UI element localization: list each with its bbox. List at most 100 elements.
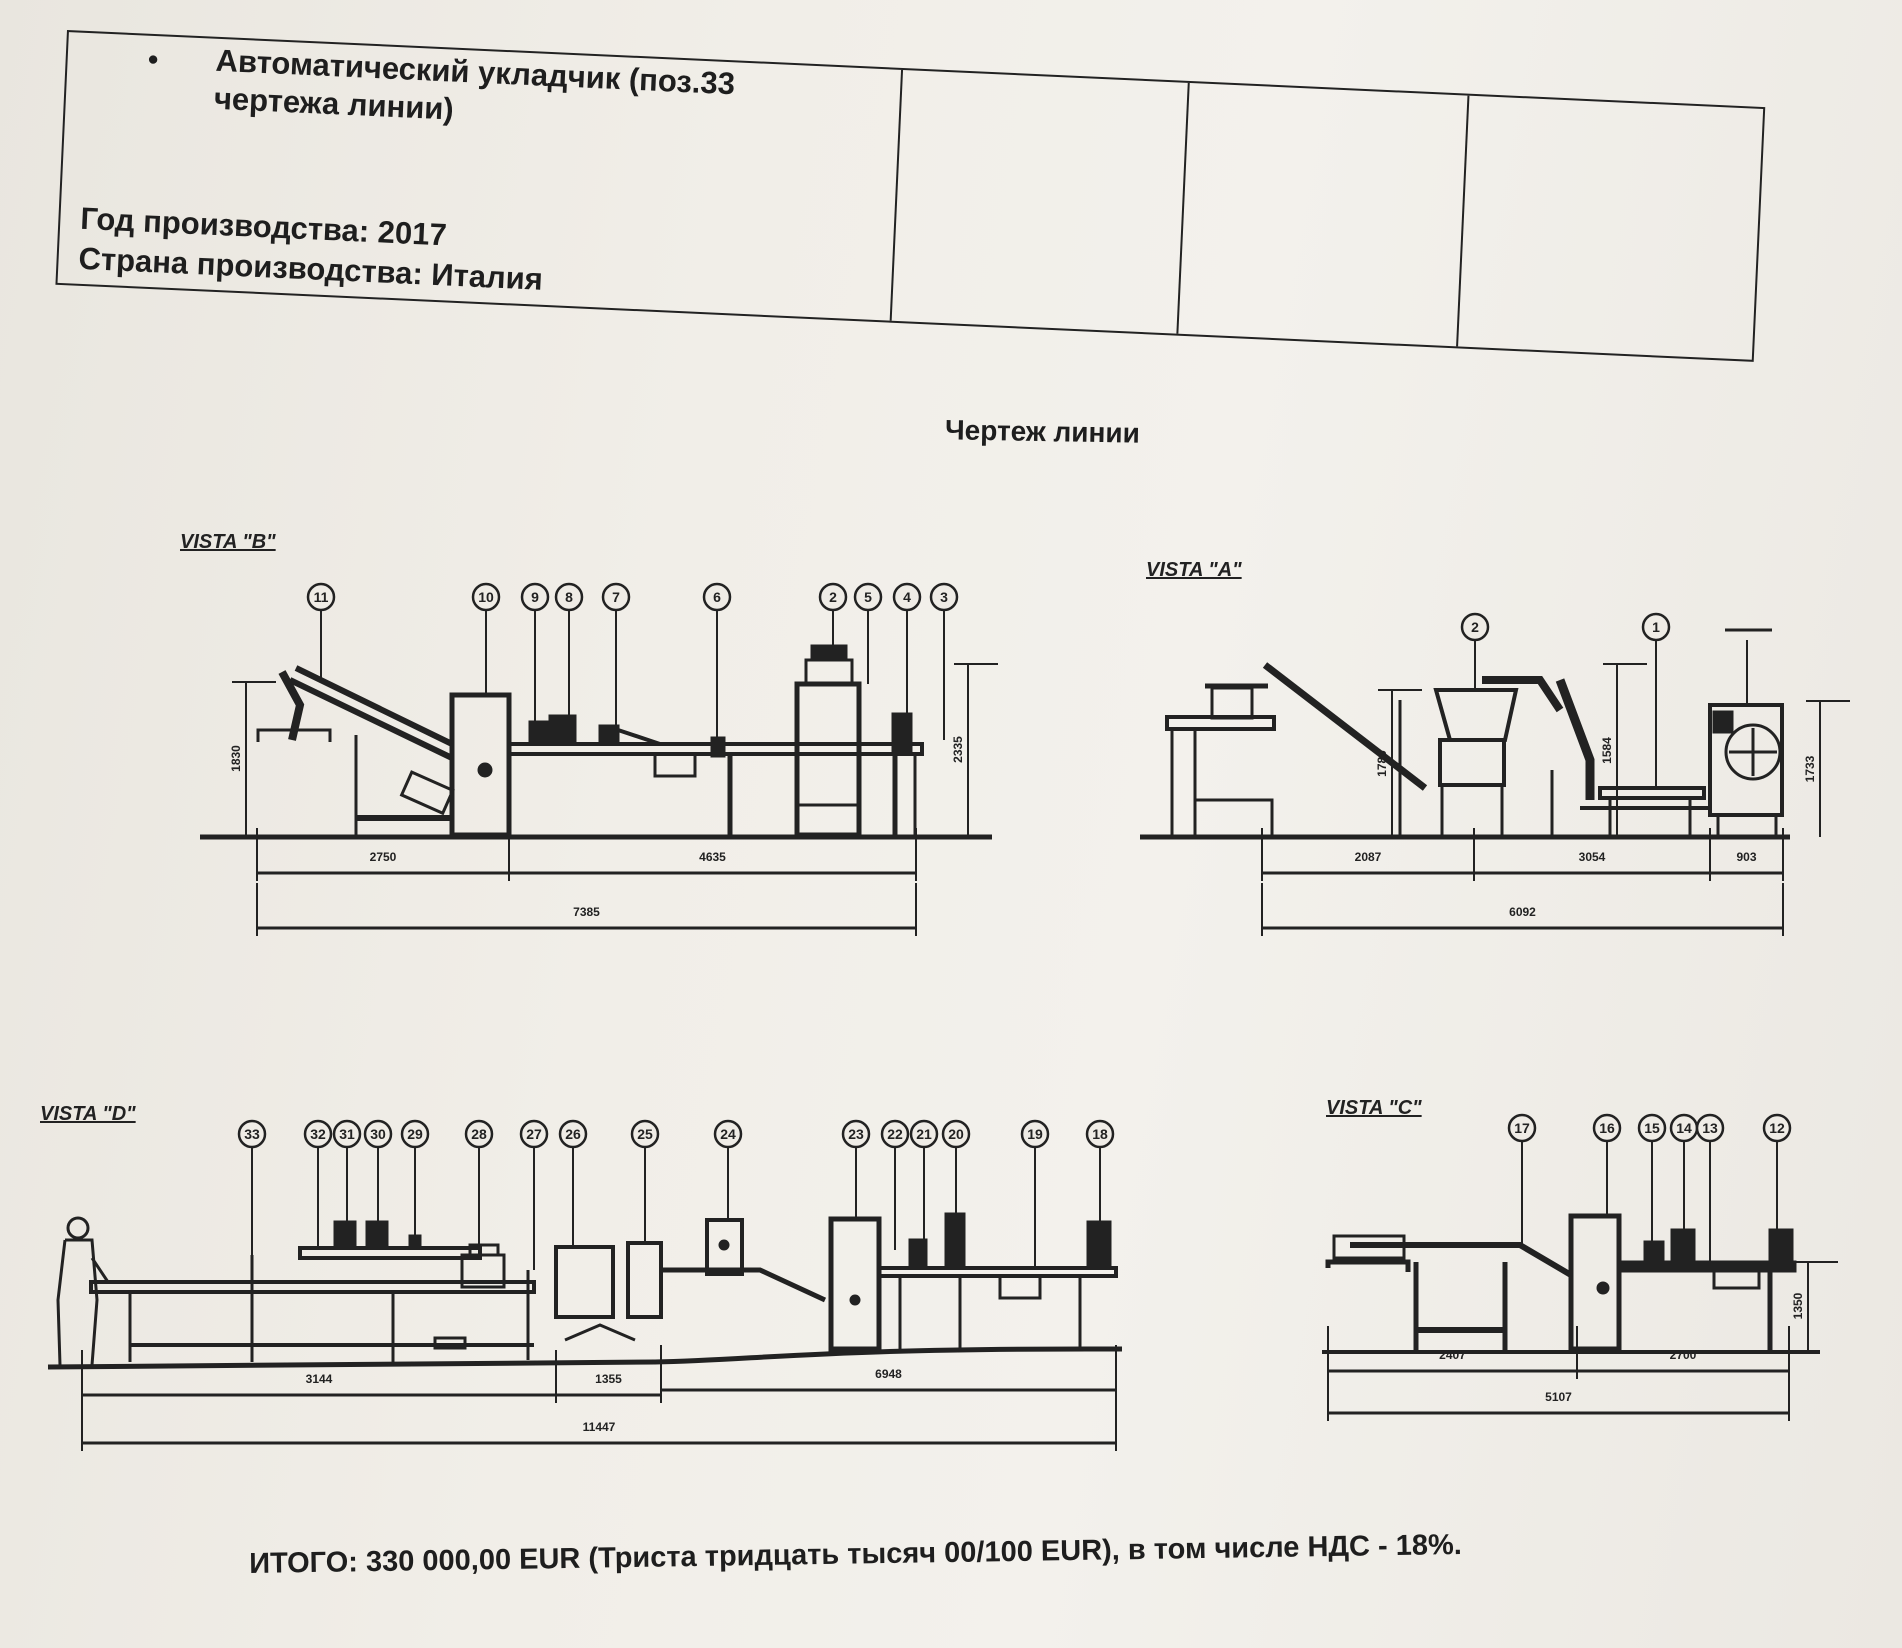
dimension-value: 1830 [229,745,243,772]
view-label: VISTA "B" [180,531,276,553]
callout-number: 24 [720,1126,736,1142]
callout-number: 25 [637,1126,653,1142]
callout-number: 12 [1769,1120,1785,1136]
callout: 10 [471,582,501,695]
callout: 26 [558,1119,588,1247]
callout-circle [892,582,922,612]
dimension-value: 11447 [583,1420,616,1434]
callout: 18 [1085,1119,1115,1222]
callout-number: 33 [244,1126,260,1142]
callout-circle [702,582,732,612]
height-dimension: 1830 [229,681,276,835]
callout-circle [303,1119,333,1149]
callout-number: 10 [478,589,494,605]
callout-number: 29 [407,1126,423,1142]
dimension-value: 2335 [951,736,965,763]
dimension: 6092 [1261,883,1784,936]
callout-circle [464,1119,494,1149]
callout: 13 [1695,1113,1725,1262]
dimension-value: 6092 [1509,905,1536,919]
callout-number: 17 [1514,1120,1530,1136]
dimension: 5107 [1327,1368,1790,1421]
callout: 3 [929,582,959,740]
callout: 1 [1641,612,1671,788]
callout-number: 26 [565,1126,581,1142]
callout: 32 [303,1119,333,1248]
view-d-machinery [47,1212,1123,1370]
callout-circle [363,1119,393,1149]
callout-number: 15 [1644,1120,1660,1136]
callout: 4 [892,582,922,714]
callout-number: 3 [940,589,948,605]
callout-number: 22 [887,1126,903,1142]
callout-circle [1637,1113,1667,1143]
callout: 14 [1669,1113,1699,1230]
view-c-machinery [1322,1213,1820,1354]
callout: 33 [237,1119,267,1255]
dimension: 2700 [1576,1326,1790,1379]
dimension-value: 2700 [1670,1348,1697,1362]
callout-circle [853,582,883,612]
callout-number: 9 [531,589,539,605]
view-label: VISTA "A" [1146,559,1242,581]
callout-circle [941,1119,971,1149]
callout-circle [818,582,848,612]
callout-number: 31 [339,1126,355,1142]
callout-circle [1641,612,1671,642]
callout: 24 [713,1119,743,1220]
callout-number: 5 [864,589,872,605]
callout: 27 [519,1119,549,1270]
dimension-value: 1355 [595,1372,622,1386]
callout: 16 [1592,1113,1622,1216]
callout-number: 13 [1702,1120,1718,1136]
callout-circle [880,1119,910,1149]
dimension: 6948 [660,1345,1117,1398]
callout-circle [306,582,336,612]
dimension-value: 1584 [1600,737,1614,764]
callout-number: 1 [1652,619,1660,635]
callout: 15 [1637,1113,1667,1242]
dimension-value: 2087 [1355,850,1382,864]
height-dimension: 1584 [1600,663,1647,837]
callout-number: 30 [370,1126,386,1142]
callout: 21 [909,1119,939,1240]
view-label: VISTA "D" [40,1103,136,1125]
callout-number: 19 [1027,1126,1043,1142]
callout-number: 6 [713,589,721,605]
dimension: 2087 [1261,828,1475,881]
callout: 17 [1507,1113,1537,1245]
callout-number: 20 [948,1126,964,1142]
callout: 30 [363,1119,393,1222]
callout-circle [332,1119,362,1149]
callout-circle [1695,1113,1725,1143]
callout: 19 [1020,1119,1050,1268]
callout: 9 [520,582,550,722]
callout-circle [558,1119,588,1149]
dimension-value: 5107 [1545,1390,1572,1404]
callout: 6 [702,582,732,744]
dimension: 903 [1709,828,1784,881]
dimension-value: 903 [1736,850,1756,864]
dimension-value: 2407 [1439,1348,1466,1362]
dimension: 11447 [81,1398,1117,1451]
callout-number: 2 [1471,619,1479,635]
callout: 5 [853,582,883,684]
callout: 31 [332,1119,362,1222]
callout-circle [471,582,501,612]
callout: 7 [601,582,631,726]
callout-circle [601,582,631,612]
callout-circle [1507,1113,1537,1143]
callout-number: 8 [565,589,573,605]
callout-number: 11 [314,589,329,605]
callout-number: 28 [471,1126,487,1142]
callout-number: 21 [916,1126,932,1142]
dimension-value: 1780 [1375,750,1389,777]
callout-circle [929,582,959,612]
dimension-value: 4635 [699,850,726,864]
callout: 12 [1762,1113,1792,1230]
dimension-value: 6948 [875,1367,902,1381]
callout-number: 4 [903,589,911,605]
callout: 28 [464,1119,494,1245]
callout-circle [237,1119,267,1149]
callout: 22 [880,1119,910,1250]
